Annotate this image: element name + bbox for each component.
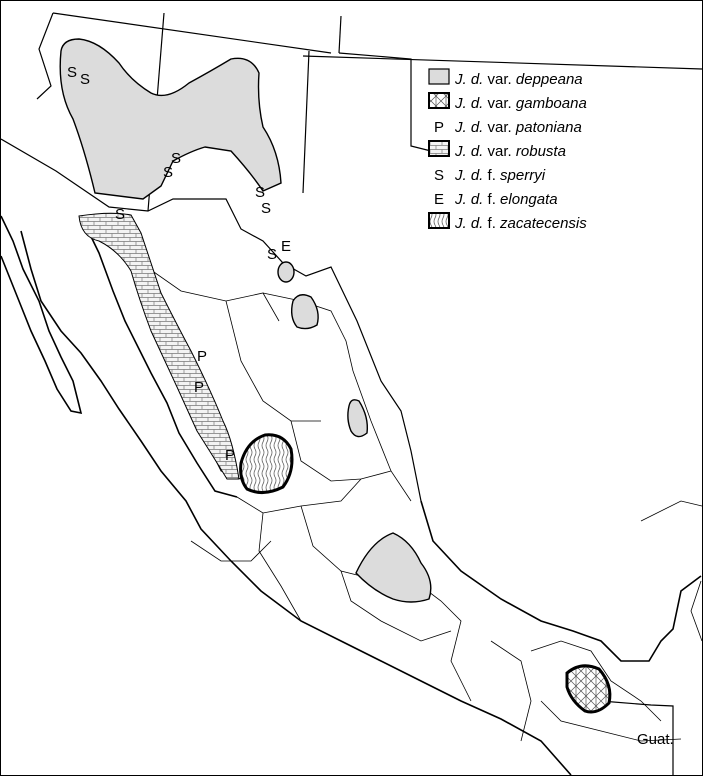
range-gamboana [565, 664, 612, 714]
marker-sperryi: S [171, 150, 181, 167]
guatemala-border [600, 700, 674, 775]
marker-sperryi: S [115, 206, 125, 223]
legend-label: J. d. var. robusta [454, 143, 566, 160]
elongata-markers: E [281, 238, 291, 255]
patoniana-markers: P P P [194, 348, 235, 464]
marker-patoniana: P [194, 379, 204, 396]
legend-symbol: E [434, 191, 444, 208]
legend-symbol: S [434, 167, 444, 184]
legend-swatch-brick [428, 140, 450, 157]
range-deppeana-north [59, 38, 282, 200]
marker-patoniana: P [197, 348, 207, 365]
baja-peninsula [1, 215, 83, 415]
legend-label: J. d. f. zacatecensis [454, 215, 587, 232]
label-guatemala: Guat. [637, 731, 674, 748]
gulf-coast [420, 500, 702, 662]
state-line-ok-tx [302, 55, 702, 70]
legend-swatch-wavy [428, 212, 450, 229]
legend-label: J. d. f. elongata [454, 191, 558, 208]
range-robusta [78, 212, 240, 480]
marker-elongata: E [281, 238, 291, 255]
legend-swatch-grey [428, 68, 450, 85]
state-line-ut-co [52, 12, 332, 54]
state-line-co [338, 15, 342, 54]
range-zacatecensis [239, 433, 294, 494]
state-line-ks [338, 52, 432, 152]
marker-sperryi: S [80, 71, 90, 88]
marker-sperryi: S [261, 200, 271, 217]
mexico-state-boundaries [130, 255, 702, 742]
marker-sperryi: S [267, 246, 277, 263]
marker-sperryi: S [67, 64, 77, 81]
legend-symbol: P [434, 119, 444, 136]
range-deppeana-coahuila [290, 294, 319, 330]
range-deppeana-chisos [277, 261, 295, 283]
state-line-nm-tx-north [302, 50, 310, 194]
range-deppeana-nl [347, 399, 369, 438]
marker-sperryi: S [163, 164, 173, 181]
marker-patoniana: P [225, 447, 235, 464]
state-line-ca-az [36, 12, 54, 100]
legend-label: J. d. var. gamboana [454, 95, 587, 112]
us-mexico-border [1, 138, 422, 502]
gulf-of-california-east-shore [80, 215, 238, 498]
sperryi-markers: S S S S S S S S [67, 64, 277, 263]
legend-swatch-net [428, 92, 450, 109]
legend-label: J. d. var. patoniana [454, 119, 582, 136]
marker-sperryi: S [255, 184, 265, 201]
legend-label: J. d. f. sperryi [454, 167, 546, 184]
legend-label: J. d. var. deppeana [454, 71, 583, 88]
range-deppeana-central [355, 532, 432, 603]
pacific-coast [20, 230, 572, 775]
